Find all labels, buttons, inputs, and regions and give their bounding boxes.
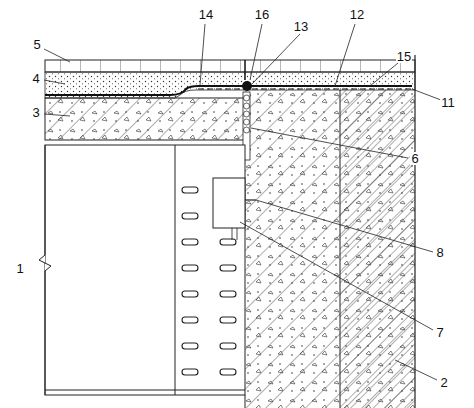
slot-hole xyxy=(220,343,236,349)
callout-number: 14 xyxy=(198,8,214,21)
callout-number: 6 xyxy=(410,152,419,165)
slot-hole xyxy=(182,291,198,297)
slot-hole xyxy=(182,317,198,323)
callout-number: 12 xyxy=(349,8,365,21)
callout-number: 7 xyxy=(435,326,444,339)
callout-number: 5 xyxy=(32,38,41,51)
slot-hole xyxy=(220,291,236,297)
callout-number: 8 xyxy=(435,246,444,259)
callout-number: 4 xyxy=(31,72,40,85)
callout-number: 13 xyxy=(293,20,309,33)
slot-hole xyxy=(220,369,236,375)
callout-number: 15 xyxy=(396,50,412,63)
slot-hole xyxy=(182,239,198,245)
callout-number: 11 xyxy=(440,96,456,109)
callout-number: 1 xyxy=(15,262,24,275)
slot-hole xyxy=(182,213,198,219)
slot-hole xyxy=(182,369,198,375)
slot-hole xyxy=(182,265,198,271)
callout-number: 2 xyxy=(439,376,448,389)
slot-hole xyxy=(182,187,198,193)
slot-hole xyxy=(220,317,236,323)
callout-number: 16 xyxy=(254,8,270,21)
slot-hole xyxy=(220,265,236,271)
slot-hole xyxy=(182,343,198,349)
callout-number: 3 xyxy=(31,106,40,119)
slot-hole xyxy=(220,239,236,245)
